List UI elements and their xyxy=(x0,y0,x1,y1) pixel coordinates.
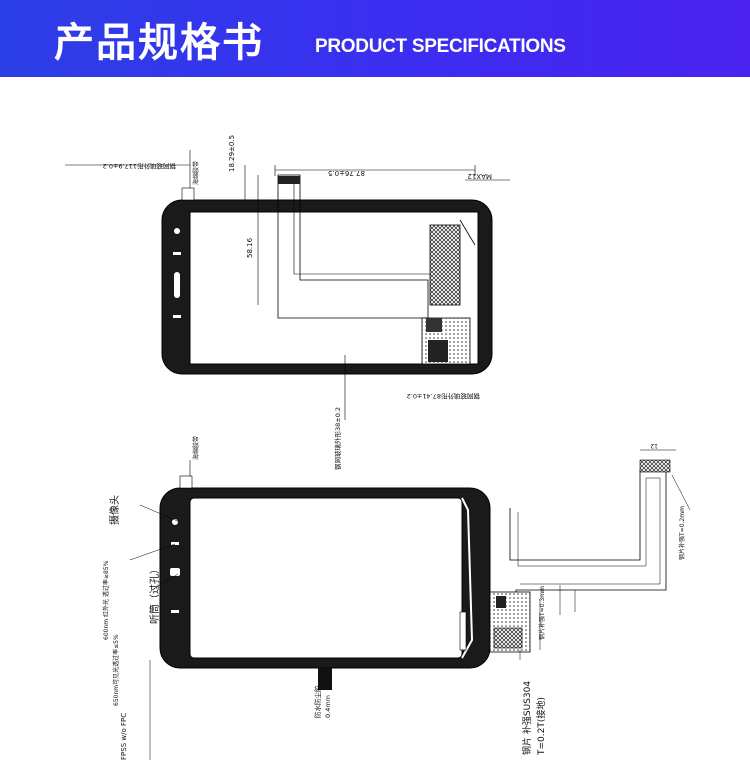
label-foam: 海绵胶带 xyxy=(192,436,200,460)
label-sensor: 600nm 红外光 透过率≥85% xyxy=(102,560,110,640)
top-view-drawing: 87.76±0.5 18.29±0.5 58.16 MAX12 钢网玻璃外形11… xyxy=(65,135,510,470)
page-title: 产品规格书 xyxy=(54,20,264,66)
label-ir: 650nm可见光透过率≤5% xyxy=(112,634,120,706)
bottom-small-slot xyxy=(171,610,179,613)
bottom-hatched-block xyxy=(493,627,523,649)
bottom-fpc-outline xyxy=(509,469,667,600)
label-waterproof: 防水防尘胶 xyxy=(313,685,322,718)
label-plate: 钢片 补强SUS304 xyxy=(521,681,533,755)
note-bottom-vertical: 钢网玻璃外形38±0.2 xyxy=(333,407,342,470)
top-camera-hole xyxy=(174,228,180,234)
top-connector xyxy=(278,176,300,184)
label-thickness: 0.4mm xyxy=(324,695,332,718)
label-stiffener: 钢片补强T=0.3mm xyxy=(538,586,546,640)
bottom-display-area xyxy=(189,497,463,659)
label-handset: 听筒（过孔） xyxy=(148,564,161,624)
note-bottom-outline: 钢网玻璃外形87.41±0.2 xyxy=(407,392,480,401)
note-screw-top: 海绵胶带 xyxy=(192,161,200,185)
note-top-left: 钢网玻璃外形117.9±0.2 xyxy=(103,162,176,171)
bottom-handset-slot xyxy=(171,542,179,545)
label-fpc: FPSS w/o FPC xyxy=(120,713,128,760)
label-plate-thickness: T=0.2T(接地) xyxy=(535,697,547,756)
top-fpc-outline xyxy=(277,174,429,319)
header-banner: 产品规格书 PRODUCT SPECIFICATIONS xyxy=(0,0,750,77)
specification-drawing: 87.76±0.5 18.29±0.5 58.16 MAX12 钢网玻璃外形11… xyxy=(65,135,691,760)
bottom-fpc-tail xyxy=(639,459,671,473)
label-fpc-width: 12 xyxy=(650,442,658,449)
label-copper: 钢片补强T=0.2mm xyxy=(678,506,686,560)
page-subtitle: PRODUCT SPECIFICATIONS xyxy=(315,36,566,57)
label-camera: 摄像头 xyxy=(108,495,121,525)
top-hatched-block xyxy=(429,224,461,306)
top-small-slot xyxy=(173,315,181,318)
dim-max: MAX12 xyxy=(467,172,492,180)
bottom-view-drawing: 12 摄像头 听筒（过孔） 600nm 红外光 透过率≥85% 650nm可见光… xyxy=(102,436,691,760)
dim-height: 58.16 xyxy=(246,237,254,258)
top-handset-slot xyxy=(173,252,181,255)
dim-left-offset: 18.29±0.5 xyxy=(228,135,236,172)
bottom-sensor-slot xyxy=(170,568,180,576)
dim-outer-width: 87.76±0.5 xyxy=(328,169,365,177)
top-sensor-slot xyxy=(174,272,180,298)
